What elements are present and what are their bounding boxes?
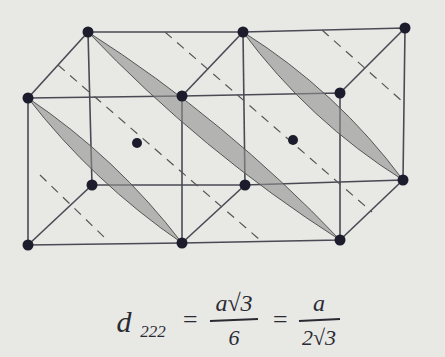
dashed-plane-trace (322, 30, 403, 102)
atom (400, 23, 411, 34)
formula-denominator: 2√3 (302, 327, 336, 349)
lattice-plane (28, 98, 182, 243)
atom (177, 91, 188, 102)
body-center-atom (288, 135, 298, 145)
formula-operator: = (181, 307, 199, 333)
formula-subscript: 222 (140, 323, 166, 340)
cube-edge (182, 185, 245, 243)
cube-edge (340, 28, 405, 93)
cube-edge (340, 180, 403, 240)
cube-edge (182, 32, 243, 96)
formula-symbol: d (117, 307, 132, 337)
atom (335, 88, 346, 99)
atom (238, 27, 249, 38)
formula-operator: = (271, 307, 289, 333)
cube-edge (28, 185, 92, 245)
lattice-plane (243, 32, 403, 180)
atom (83, 27, 94, 38)
formula-numerator: a (313, 291, 325, 315)
atom (177, 238, 188, 249)
atoms (23, 23, 411, 251)
atom (240, 180, 251, 191)
atom (23, 93, 34, 104)
dashed-planes (40, 30, 403, 240)
shaded-planes (28, 32, 403, 243)
fraction-bar (210, 319, 258, 321)
atom (23, 240, 34, 251)
atom (87, 180, 98, 191)
cube-edges (28, 28, 405, 245)
formula-denominator: 6 (229, 327, 240, 349)
formula-numerator: a√3 (215, 291, 252, 315)
lattice-plane (88, 32, 340, 240)
atom (335, 235, 346, 246)
dashed-plane-trace (40, 175, 105, 238)
atom (398, 175, 409, 186)
fraction-bar (299, 319, 340, 321)
body-center-atom (132, 138, 142, 148)
